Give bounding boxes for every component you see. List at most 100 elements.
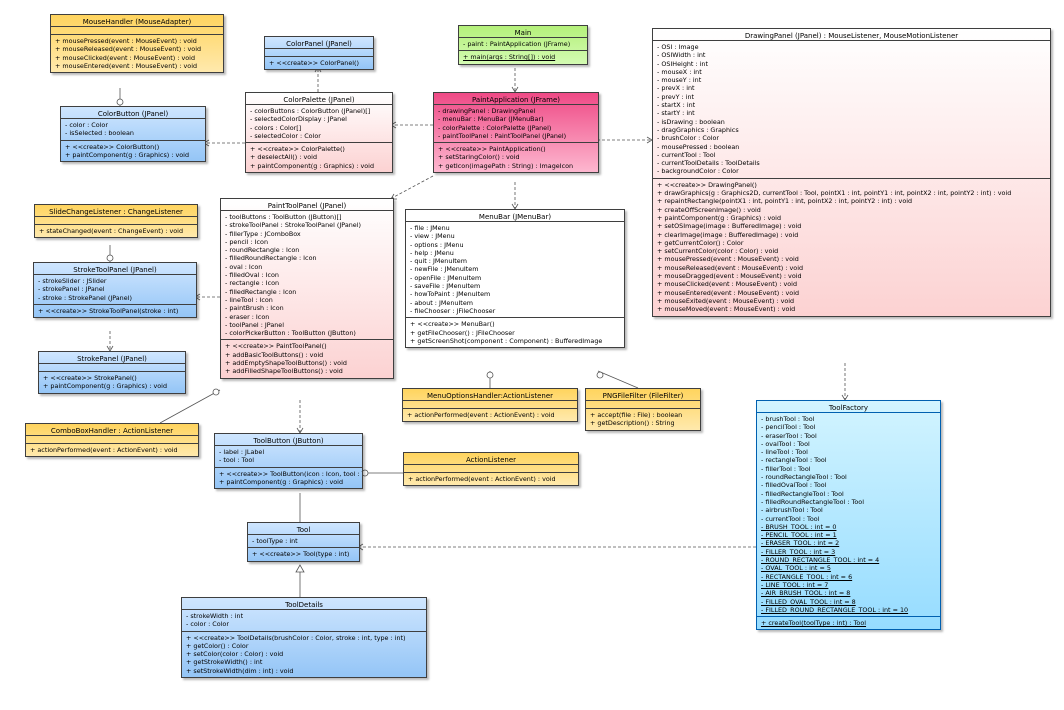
attribute-row: - AIR_BRUSH_TOOL : int = 8 — [761, 589, 851, 598]
class-menubar[interactable]: MenuBar (JMenuBar)- file : JMenu- view :… — [405, 209, 625, 349]
operation-row: + paintComponent(g : Graphics) : void — [43, 382, 168, 391]
attribute-row: - RECTANGLE_TOOL : int = 6 — [761, 572, 853, 581]
attribute-row: - ROUND_RECTANGLE_TOOL : int = 4 — [761, 556, 880, 565]
attribute-compartment: - strokeWidth : int- color : Color — [182, 610, 426, 632]
attribute-row: - isDrawing : boolean — [657, 117, 725, 126]
attribute-row: - fileChooser : JFileChooser — [410, 306, 496, 315]
operation-row: + <<create>> PaintApplication() — [438, 145, 546, 154]
operation-row: + getFileChooser() : JFileChooser — [410, 328, 515, 337]
operation-row: + <<create>> ColorPalette() — [250, 145, 345, 154]
operation-compartment: + <<create>> StrokeToolPanel(stroke : in… — [34, 305, 196, 317]
class-title: ToolDetails — [182, 598, 426, 610]
attribute-row: - colorPickerButton : ToolButton (JButto… — [225, 329, 356, 338]
class-slidechangelistener[interactable]: SlideChangeListener : ChangeListener+ st… — [34, 204, 198, 239]
attribute-row: - currentTool : Tool — [761, 514, 820, 523]
attribute-row: - startX : int — [657, 101, 696, 110]
operation-row: + createTool(toolType : int) : Tool — [761, 619, 867, 628]
class-drawingpanel[interactable]: DrawingPanel (JPanel) : MouseListener, M… — [652, 28, 1051, 317]
operation-row: + mouseEntered(event : MouseEvent) : voi… — [657, 288, 800, 297]
class-mousehandler[interactable]: MouseHandler (MouseAdapter)+ mousePresse… — [50, 14, 224, 74]
attribute-row: - quit : JMenuItem — [410, 257, 467, 266]
operation-compartment: + <<create>> DrawingPanel()+ drawGraphic… — [653, 179, 1050, 316]
operation-row: + <<create>> Tool(type : int) — [252, 550, 350, 559]
attribute-row: - filledRectangle : Icon — [225, 287, 297, 296]
class-comboboxhandler[interactable]: ComboBoxHandler : ActionListener+ action… — [25, 423, 199, 458]
operation-row: + drawGraphics(g : Graphics2D, currentTo… — [657, 189, 1012, 198]
operation-row: + mouseMoved(event : MouseEvent) : void — [657, 305, 796, 314]
operation-row: + paintComponent(g : Graphics) : void — [219, 477, 344, 486]
operation-row: + setStaringColor() : void — [438, 153, 520, 162]
operation-row: + deselectAll() : void — [250, 153, 318, 162]
operation-row: + createOffScreenImage() : void — [657, 205, 761, 214]
class-title: ActionListener — [404, 453, 578, 465]
attribute-row: - colorPalette : ColorPalette (JPanel) — [438, 123, 552, 132]
attribute-row: - color : Color — [65, 121, 108, 129]
attribute-row: - brushTool : Tool — [761, 415, 815, 423]
class-paintapplication[interactable]: PaintApplication (JFrame)- drawingPanel … — [433, 92, 599, 174]
class-colorpanel[interactable]: ColorPanel (JPanel)+ <<create>> ColorPan… — [264, 36, 374, 71]
operation-compartment: + <<create>> Tool(type : int) — [248, 548, 359, 560]
attribute-row: - filledRectangleTool : Tool — [761, 489, 844, 498]
attribute-row: - isSelected : boolean — [65, 129, 134, 138]
class-menuoptionshandler[interactable]: MenuOptionsHandler:ActionListener+ actio… — [402, 388, 578, 423]
attribute-row: - currentTool : Tool — [657, 150, 716, 159]
attribute-row: - mousePressed : boolean — [657, 142, 740, 151]
attribute-row: - OSI : Image — [657, 43, 699, 51]
attribute-compartment: - color : Color- isSelected : boolean — [61, 119, 205, 141]
operation-row: + getCurrentColor() : Color — [657, 238, 744, 247]
operation-row: + stateChanged(event : ChangeEvent) : vo… — [39, 227, 184, 235]
operation-row: + accept(file : File) : boolean — [590, 411, 683, 419]
class-title: PNGFileFilter (FileFilter) — [586, 389, 700, 401]
attribute-compartment: - brushTool : Tool- pencilTool : Tool- e… — [757, 413, 940, 618]
class-stroketoolpanel[interactable]: StrokeToolPanel (JPanel)- strokeSlider :… — [33, 262, 197, 319]
attribute-row: - roundRectangleTool : Tool — [761, 473, 847, 482]
attribute-row: - stroke : StrokePanel (JPanel) — [38, 293, 132, 302]
class-tool[interactable]: Tool- toolType : int+ <<create>> Tool(ty… — [247, 522, 360, 562]
attribute-row: - file : JMenu — [410, 224, 450, 232]
class-painttoolpanel[interactable]: PaintToolPanel (JPanel)- toolButtons : T… — [220, 198, 394, 379]
operation-row: + getColor() : Color — [186, 641, 249, 650]
attribute-row: - paint : PaintApplication (JFrame) — [463, 40, 571, 48]
attribute-row: - ovalTool : Tool — [761, 439, 810, 448]
class-title: ColorPanel (JPanel) — [265, 37, 373, 49]
class-pngfilefilter[interactable]: PNGFileFilter (FileFilter) + accept(file … — [585, 388, 701, 431]
attribute-row: - openFile : JMenuItem — [410, 273, 482, 282]
attribute-row: - strokeToolPanel : StrokeToolPanel (JPa… — [225, 221, 361, 230]
attribute-row: - filledOval : Icon — [225, 271, 279, 280]
operation-row: + <<create>> StrokePanel() — [43, 374, 137, 382]
operation-compartment: + <<create>> ColorButton()+ paintCompone… — [61, 141, 205, 162]
attribute-row: - filledOvalTool : Tool — [761, 481, 827, 490]
attribute-row: - selectedColor : Color — [250, 131, 321, 140]
attribute-row: - mouseX : int — [657, 67, 702, 76]
attribute-row: - rectangle : Icon — [225, 279, 280, 288]
class-toolbutton[interactable]: ToolButton (JButton)- label : JLabel- to… — [214, 433, 363, 490]
operation-row: + addFilledShapeToolButtons() : void — [225, 367, 343, 376]
operation-row: + mouseDragged(event : MouseEvent) : voi… — [657, 272, 802, 281]
attribute-row: - oval : Icon — [225, 262, 263, 271]
operation-compartment: + <<create>> MenuBar()+ getFileChooser()… — [406, 318, 624, 347]
class-actionlistener[interactable]: ActionListener + actionPerformed(event : … — [403, 452, 579, 487]
operation-compartment: + actionPerformed(event : ActionEvent) :… — [403, 409, 577, 421]
attribute-compartment: - file : JMenu- view : JMenu- options : … — [406, 222, 624, 319]
class-tooldetails[interactable]: ToolDetails- strokeWidth : int- color : … — [181, 597, 427, 679]
operation-row: + repaintRectangle(pointX1 : int, pointY… — [657, 197, 913, 206]
attribute-row: - drawingPanel : DrawingPanel — [438, 107, 536, 115]
operation-compartment: + <<create>> PaintApplication()+ setStar… — [434, 143, 598, 172]
attribute-row: - eraserTool : Tool — [761, 431, 817, 440]
class-toolfactory[interactable]: ToolFactory- brushTool : Tool- pencilToo… — [756, 400, 941, 631]
class-main[interactable]: Main- paint : PaintApplication (JFrame)+… — [458, 25, 588, 65]
attribute-row: - pencilTool : Tool — [761, 423, 816, 432]
attribute-row: - pencil : Icon — [225, 237, 269, 246]
attribute-row: - BRUSH_TOOL : int = 0 — [761, 522, 837, 531]
nesting-painttoolpanel-comboboxhandler — [159, 389, 221, 424]
operation-row: + actionPerformed(event : ActionEvent) :… — [408, 475, 556, 483]
attribute-compartment: - toolButtons : ToolButton (JButton)[]- … — [221, 211, 393, 341]
operation-compartment: + mousePressed(event : MouseEvent) : voi… — [51, 35, 223, 72]
class-strokepanel[interactable]: StrokePanel (JPanel)+ <<create>> StrokeP… — [38, 351, 186, 394]
operation-row: + mousePressed(event : MouseEvent) : voi… — [55, 37, 197, 45]
attribute-compartment — [51, 27, 223, 35]
class-colorpalette[interactable]: ColorPalette (JPanel)- colorButtons : Co… — [245, 92, 393, 174]
operation-row: + getScreenShot(component : Component) :… — [410, 336, 603, 345]
class-title: StrokeToolPanel (JPanel) — [34, 263, 196, 275]
class-colorbutton[interactable]: ColorButton (JPanel)- color : Color- isS… — [60, 106, 206, 163]
